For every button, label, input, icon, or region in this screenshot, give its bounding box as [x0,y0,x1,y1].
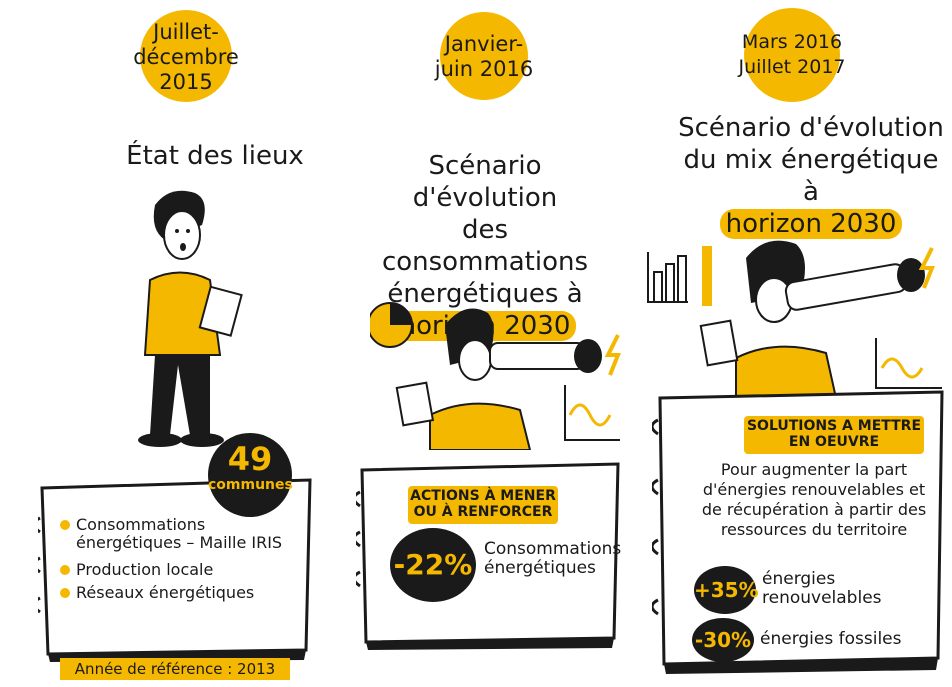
communes-badge: 49 communes [208,433,293,517]
title-2: Scénario d'évolution des consommations é… [381,151,589,341]
list-item: Consommations énergétiques – Maille IRIS [60,516,296,552]
stat-badge-consumption: -22% [390,528,476,602]
title-3: Scénario d'évolution du mix énergétique … [678,113,944,239]
date-label-3: Mars 2016 Juillet 2017 [738,31,846,78]
person-telescope-illustration-3 [647,240,942,398]
stat-badge-fossils: -30% [692,618,754,662]
person-illustration-1 [138,190,243,447]
date-label-1: Juillet- décembre 2015 [133,20,239,94]
reference-year-banner: Année de référence : 2013 [60,658,290,680]
stat-label-fossils: énergies fossiles [760,629,902,649]
notebook-1 [38,478,312,662]
stat-label-renewables: énergies renouvelables [762,569,882,608]
stat-label-consumption: Consommations énergétiques [484,539,622,578]
date-bubble-2 [440,12,528,100]
list-item: Production locale [60,561,296,579]
solutions-description: Pour augmenter la part d'énergies renouv… [701,460,927,539]
title-highlight-3: horizon 2030 [719,209,903,239]
date-bubble-3 [744,8,840,102]
solutions-banner: SOLUTIONS A METTRE EN OEUVRE [744,416,924,454]
date-label-2: Janvier- juin 2016 [434,32,534,81]
actions-banner: ACTIONS À MENER OU À RENFORCER [408,486,558,524]
title-1: État des lieux [126,141,304,171]
stat-badge-renewables: +35% [694,566,759,614]
date-bubble-1 [140,10,232,102]
person-telescope-illustration-2 [370,302,621,450]
list-item: Réseaux énergétiques [60,584,296,602]
